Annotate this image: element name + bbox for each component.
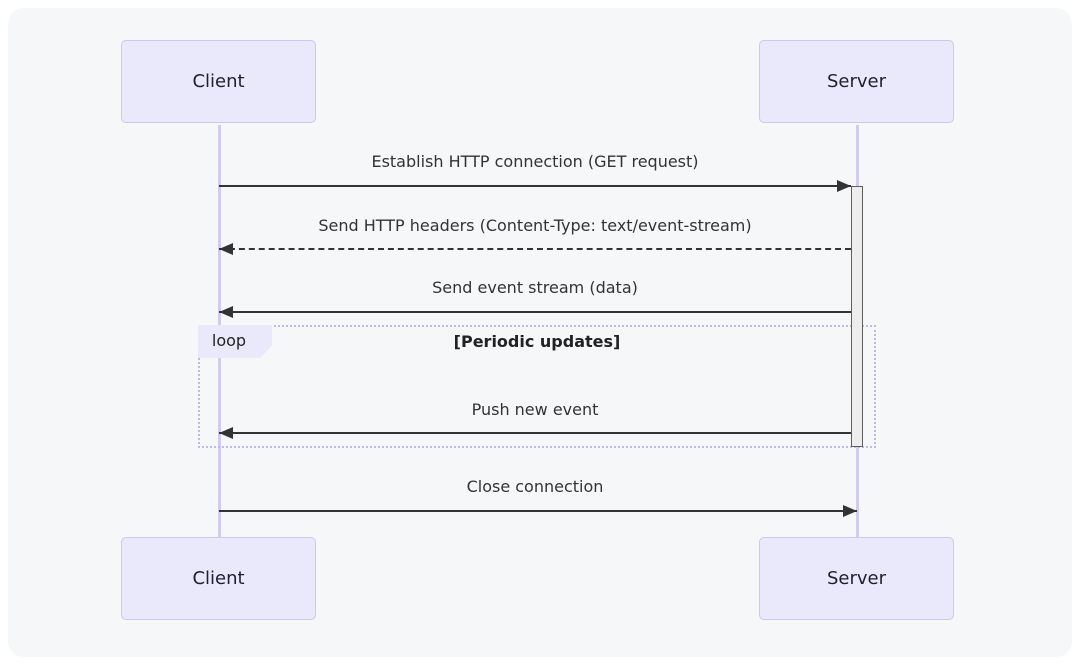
arrowhead-left-icon <box>219 243 233 255</box>
actor-box-server-top: Server <box>759 40 954 123</box>
message-arrow-establish-connection <box>219 180 851 192</box>
message-label-send-headers: Send HTTP headers (Content-Type: text/ev… <box>318 216 752 235</box>
message-arrow-close-connection <box>219 505 857 517</box>
actor-label-server-top: Server <box>826 71 887 92</box>
loop-label-tab <box>198 325 272 358</box>
message-label-close-connection: Close connection <box>466 477 604 496</box>
actor-label-client-top: Client <box>192 71 245 92</box>
actor-box-server-bottom: Server <box>759 537 954 620</box>
activation-bar-server <box>851 186 863 447</box>
loop-keyword-label: loop <box>211 331 247 350</box>
actor-box-client-bottom: Client <box>121 537 316 620</box>
message-label-send-event-stream: Send event stream (data) <box>432 278 638 297</box>
arrowhead-right-icon <box>843 505 857 517</box>
actor-label-client-bottom: Client <box>192 568 245 589</box>
actor-label-server-bottom: Server <box>826 568 887 589</box>
arrowhead-right-icon <box>837 180 851 192</box>
arrowhead-left-icon <box>219 306 233 318</box>
message-arrow-send-event-stream <box>219 306 851 318</box>
message-arrow-send-headers <box>219 243 851 255</box>
message-label-establish-connection: Establish HTTP connection (GET request) <box>371 152 699 171</box>
message-label-push-new-event: Push new event <box>471 400 599 419</box>
loop-condition-label: [Periodic updates] <box>453 332 621 351</box>
arrowhead-left-icon <box>219 427 233 439</box>
message-arrow-push-new-event <box>219 427 851 439</box>
loop-fragment-box <box>198 325 876 448</box>
actor-box-client-top: Client <box>121 40 316 123</box>
